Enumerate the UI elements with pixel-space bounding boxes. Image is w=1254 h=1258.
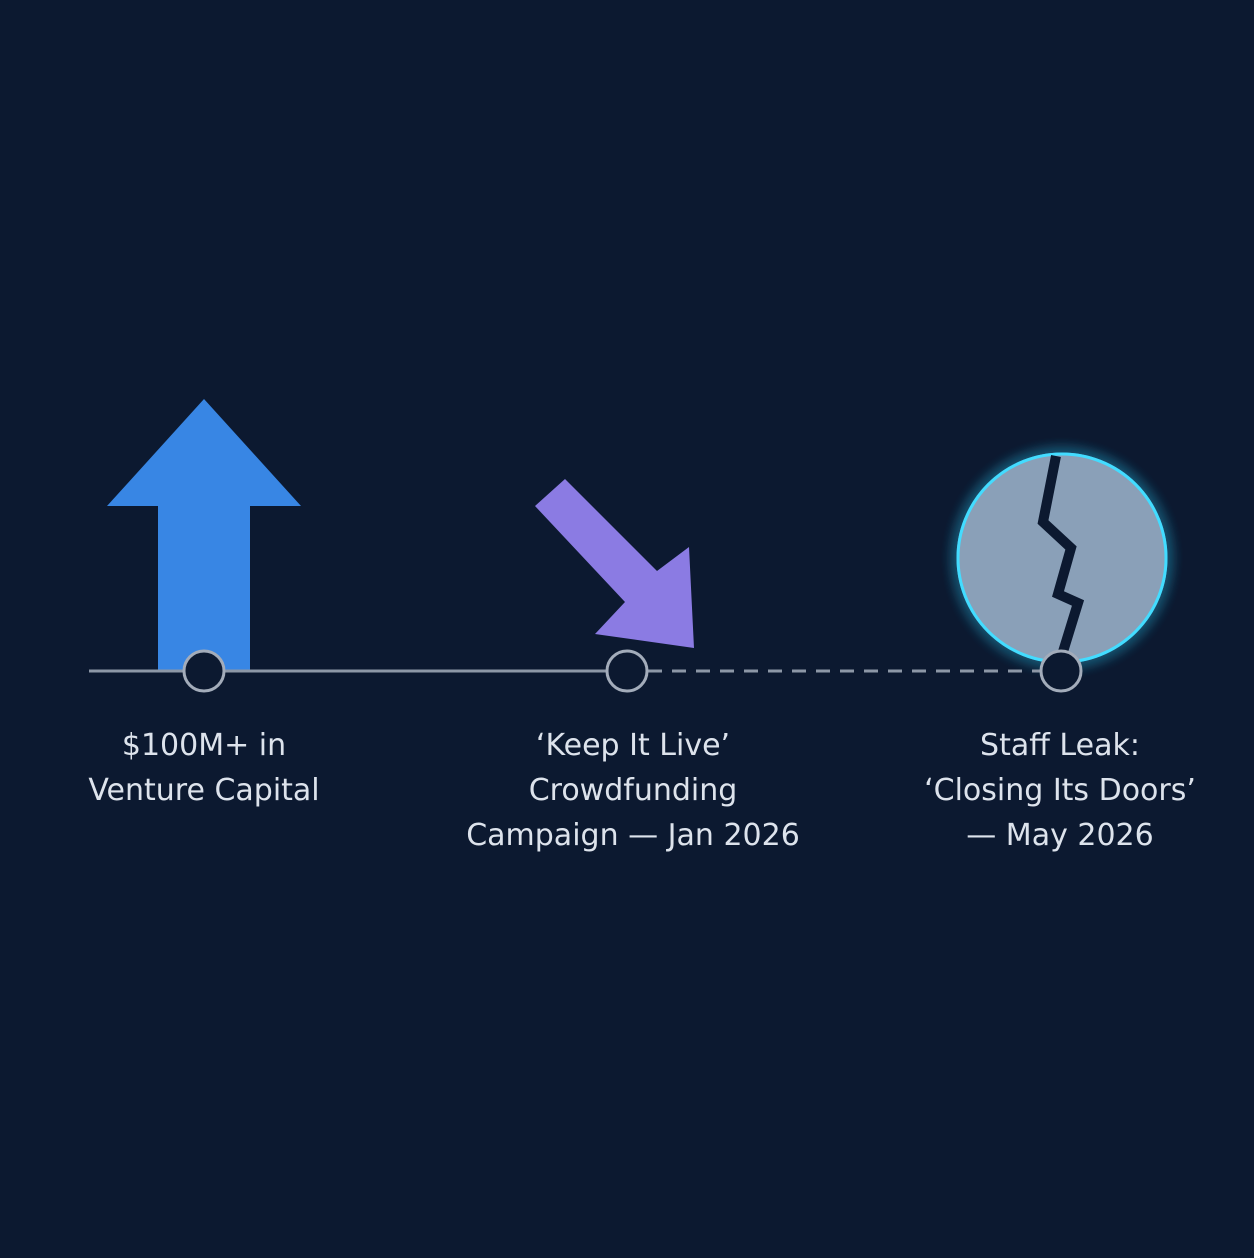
label-line: Venture Capital <box>88 773 320 808</box>
label-line: $100M+ in <box>121 728 287 763</box>
timeline-node-2 <box>605 649 649 693</box>
label-line: Crowdfunding <box>528 773 738 808</box>
event-label-venture-capital: $100M+ in Venture Capital <box>88 723 319 813</box>
broken-circle-icon <box>956 452 1168 664</box>
event-label-staff-leak: Staff Leak: ‘Closing Its Doors’ — May 20… <box>924 723 1196 858</box>
label-line: Campaign — Jan 2026 <box>466 818 800 853</box>
arrow-up-icon <box>107 399 301 671</box>
label-line: ‘Closing Its Doors’ <box>924 773 1196 808</box>
timeline-node-3 <box>1039 649 1083 693</box>
arrow-down-right-icon <box>535 479 694 648</box>
timeline-node-1 <box>182 649 226 693</box>
event-label-crowdfunding: ‘Keep It Live’ Crowdfunding Campaign — J… <box>466 723 800 858</box>
label-line: — May 2026 <box>966 818 1154 853</box>
crack-line <box>1037 455 1085 657</box>
label-line: Staff Leak: <box>980 728 1140 763</box>
label-line: ‘Keep It Live’ <box>535 728 731 763</box>
